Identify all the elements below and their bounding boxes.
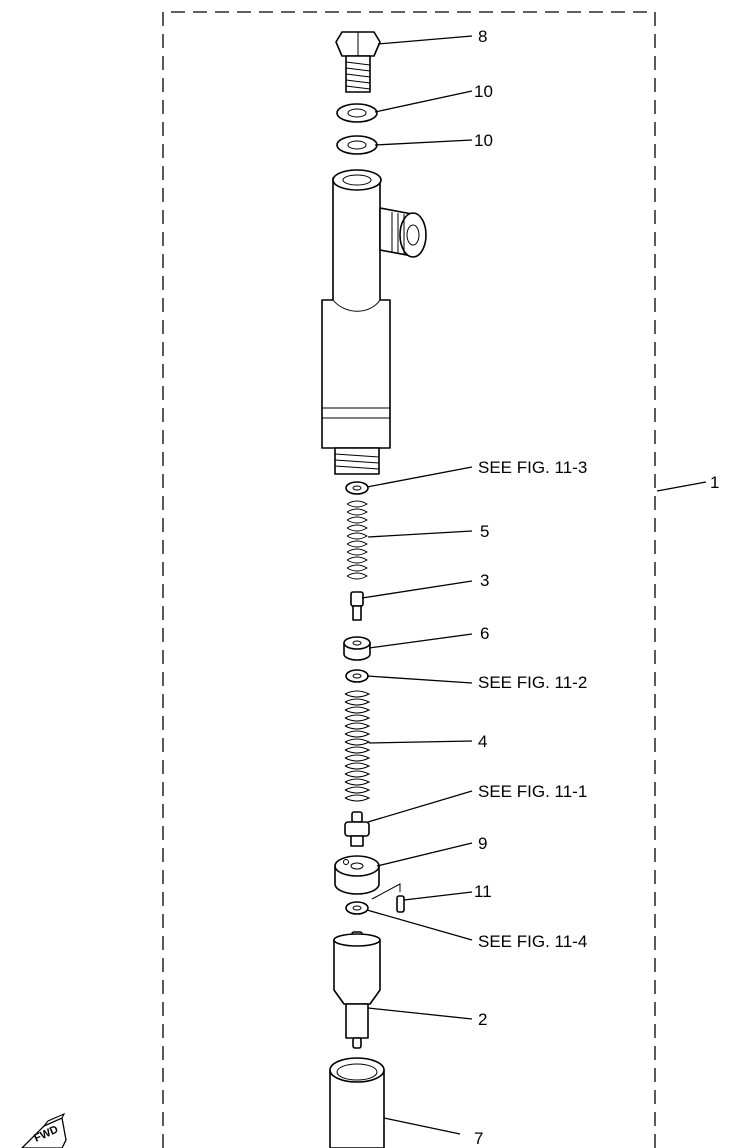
callout-6: 6 (480, 624, 489, 643)
part-9-distance-piece (334, 855, 401, 900)
part-5-spring (346, 500, 368, 580)
callout-2: 2 (478, 1010, 487, 1029)
callout-4: 4 (478, 732, 487, 751)
callout-9: 9 (478, 834, 487, 853)
part-10-washer-upper (336, 103, 378, 123)
part-1-injector-body (321, 169, 427, 475)
callout-7: 7 (474, 1129, 483, 1148)
callout-1: 1 (710, 473, 719, 492)
callout-5: 5 (480, 522, 489, 541)
callout-3: 3 (480, 571, 489, 590)
part-2-nozzle (333, 931, 381, 1049)
part-3-pin (350, 591, 364, 621)
part-6-spacer (343, 636, 371, 661)
fwd-arrow-icon: FWD (21, 1112, 67, 1148)
callout-8: 8 (478, 27, 487, 46)
part-8-bolt (335, 31, 381, 93)
part-4-spring (344, 690, 371, 802)
part-7-sleeve (329, 1057, 385, 1148)
callout-see-fig-11-3: SEE FIG. 11-3 (478, 458, 587, 477)
assembly-boundary (162, 11, 656, 1148)
callout-11: 11 (474, 882, 492, 901)
shim-washer-11-2 (345, 669, 369, 683)
callout-see-fig-11-4: SEE FIG. 11-4 (478, 932, 587, 951)
leader-lines (361, 35, 707, 1135)
part-11-dowel-pin (396, 895, 405, 913)
shim-washer-11-3 (345, 481, 369, 495)
shim-washer-11-4 (345, 901, 369, 915)
callout-10-lower: 10 (474, 131, 493, 150)
spring-seat-11-1 (344, 811, 370, 847)
callout-see-fig-11-2: SEE FIG. 11-2 (478, 673, 587, 692)
part-10-washer-lower (336, 135, 378, 155)
callout-10-upper: 10 (474, 82, 493, 101)
callout-see-fig-11-1: SEE FIG. 11-1 (478, 782, 587, 801)
